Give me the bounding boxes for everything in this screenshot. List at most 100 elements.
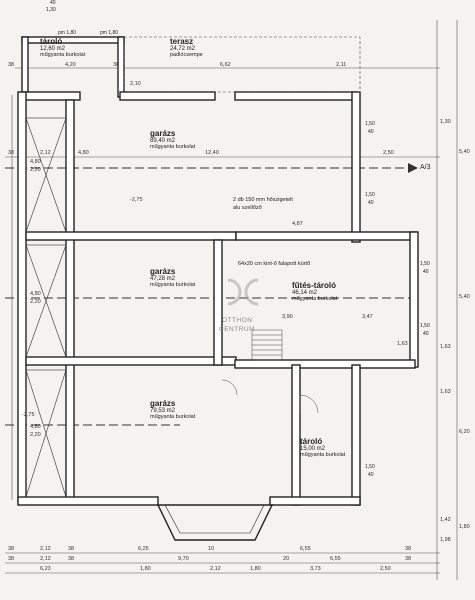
win-w-2: 1,50 [420, 261, 430, 267]
win-w-0: 1,50 [365, 121, 375, 127]
dim-b3-3: 1,80 [250, 566, 261, 572]
dim-left-5: 4,80 [30, 424, 41, 430]
room-storage-2: tároló 15,00 m2 műgyanta burkolat [300, 437, 346, 458]
win-top-3: pm 1,80 [100, 30, 119, 36]
dim-b2-3: 9,70 [178, 556, 189, 562]
dim-left-0: 4,80 [30, 159, 41, 165]
dim-left-2: 4,80 [30, 291, 41, 297]
dim-b2-2: 38 [68, 556, 75, 562]
duct-note: 2 db 150 mm hőszigetelt [233, 197, 293, 203]
dim-left-3: 2,20 [30, 299, 41, 305]
dim-far-1: 5,40 [459, 149, 470, 155]
room-floor: műgyanta burkolat [150, 143, 196, 150]
room-name: terasz [170, 37, 194, 46]
dim-top-0: 38 [8, 62, 15, 68]
dim-top-1: 4,20 [65, 62, 76, 68]
dim-b2-4: 20 [283, 556, 290, 562]
room-name: garázs [150, 129, 176, 138]
room-area: 79,53 m2 [150, 408, 176, 415]
dim-inner-2: 3,90 [282, 314, 293, 320]
room-floor: műgyanta burkolat [150, 413, 196, 420]
dim-mid-2: 4,80 [78, 150, 89, 156]
dim-left-6: 2,20 [30, 432, 41, 438]
logo-line1: OTTHON [222, 317, 253, 324]
room-floor: műgyanta burkolat [40, 51, 86, 58]
room-floor: padlócsempe [170, 51, 203, 58]
staircase [251, 329, 283, 361]
dim-top-3: 6,62 [220, 62, 231, 68]
dim-inner-0: -2,75 [130, 197, 143, 203]
dim-mid-3: 12,40 [205, 150, 219, 156]
room-area: 46,14 m2 [292, 290, 318, 297]
dim-mid-1: 2,12 [40, 150, 51, 156]
dim-inner-1: 4,87 [292, 221, 303, 227]
dim-left-4: -2,75 [22, 412, 35, 418]
dim-inner-3: 3,47 [362, 314, 373, 320]
room-name: tároló [40, 37, 63, 46]
watermark-logo [227, 278, 259, 306]
room-name: tároló [300, 437, 323, 446]
dim-b3-0: 6,23 [40, 566, 51, 572]
room-name: garázs [150, 399, 176, 408]
dim-b2-5: 6,55 [330, 556, 341, 562]
win-h-2: 40 [423, 269, 429, 275]
dim-b2-1: 2,12 [40, 556, 51, 562]
dim-far-5: 1,63 [440, 389, 451, 395]
dim-b1-5: 6,55 [300, 546, 311, 552]
room-area: 47,28 m2 [150, 276, 176, 283]
dim-inner-5: 2,10 [130, 81, 141, 87]
dim-mid-0: 38 [8, 150, 15, 156]
garage-doors [25, 117, 67, 498]
win-w-1: 1,50 [365, 192, 375, 198]
win-h-3: 40 [423, 331, 429, 337]
room-name: fűtés-tároló [292, 281, 336, 290]
win-h-0: 40 [368, 129, 374, 135]
dim-top-4: 2,11 [336, 62, 347, 68]
walls [17, 36, 419, 506]
room-terrace: terasz 24,72 m2 padlócsempe [170, 37, 203, 58]
dim-b1-6: 38 [405, 546, 412, 552]
bay-window-inner [164, 504, 265, 534]
bay-window [156, 504, 274, 541]
win-top-1: 40 [50, 0, 56, 6]
dim-far-3: 6,20 [459, 429, 470, 435]
dim-far-7: 1,98 [440, 537, 451, 543]
section-label: A/3 [420, 164, 431, 171]
dim-far-6: 1,42 [440, 517, 451, 523]
room-area: 15,00 m2 [300, 446, 326, 453]
room-garage-3: garázs 79,53 m2 műgyanta burkolat [150, 399, 196, 420]
win-h-4: 40 [368, 472, 374, 478]
room-boiler: fűtés-tároló 46,14 m2 műgyanta burkolat [292, 281, 338, 302]
dim-b2-6: 38 [405, 556, 412, 562]
win-w-3: 1,50 [420, 323, 430, 329]
room-garage-1: garázs 89,40 m2 műgyanta burkolat [150, 129, 196, 150]
dim-b3-1: 1,80 [140, 566, 151, 572]
room-name: garázs [150, 267, 176, 276]
dim-far-8: 1,80 [459, 524, 470, 530]
room-floor: műgyanta burkolat [292, 295, 338, 302]
dim-b1-4: 10 [208, 546, 215, 552]
grille-note: 64x20 cm kint-ő falapott kürtő [238, 261, 311, 267]
room-floor: műgyanta burkolat [150, 281, 196, 288]
door-swings [221, 379, 319, 414]
room-area: 24,72 m2 [170, 46, 196, 53]
room-area: 89,40 m2 [150, 138, 176, 145]
win-h-1: 40 [368, 200, 374, 206]
dim-b1-0: 38 [8, 546, 15, 552]
terrace-outline [123, 36, 361, 93]
room-area: 12,60 m2 [40, 46, 66, 53]
dim-b3-5: 2,50 [380, 566, 391, 572]
dim-far-4: 5,40 [459, 294, 470, 300]
logo-line2: CENTRUM [219, 326, 255, 333]
room-floor: műgyanta burkolat [300, 451, 346, 458]
room-storage-1: tároló 12,60 m2 műgyanta burkolat [40, 37, 86, 58]
dim-b1-1: 2,12 [40, 546, 51, 552]
dim-b3-4: 3,73 [310, 566, 321, 572]
dim-far-2: 1,63 [440, 344, 451, 350]
dim-inner-4: 1,63 [397, 341, 408, 347]
room-garage-2: garázs 47,28 m2 műgyanta burkolat [150, 267, 196, 288]
dim-far-0: 1,30 [440, 119, 451, 125]
dim-top-2: 38 [113, 62, 120, 68]
duct-note-2: alu szellőző [233, 205, 262, 211]
